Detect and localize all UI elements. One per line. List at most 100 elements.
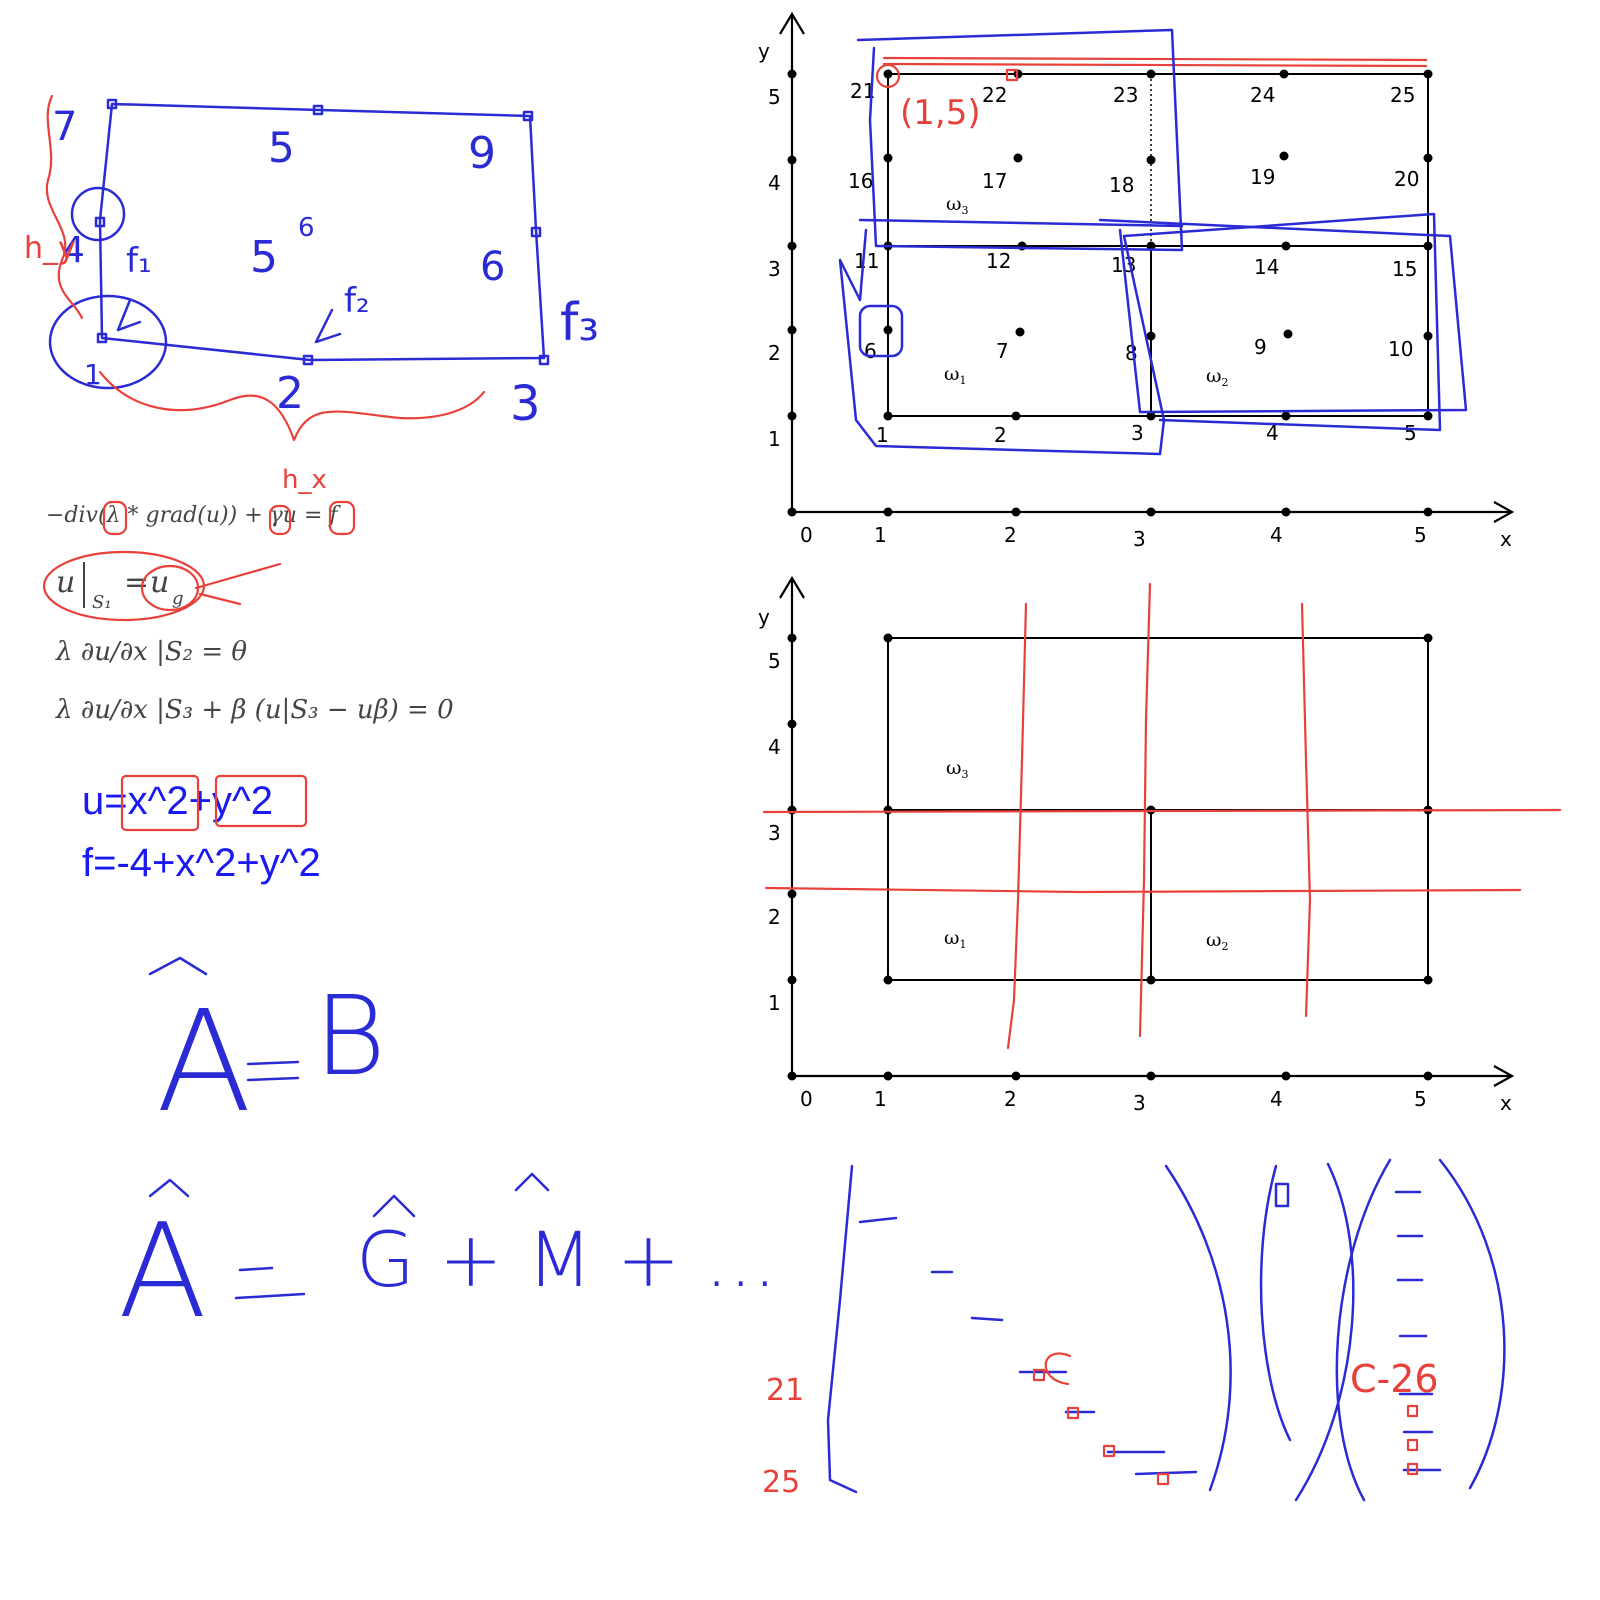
node-number: 24 (1250, 83, 1275, 107)
mesh-node (1281, 241, 1291, 251)
y-tick-dot (787, 805, 797, 815)
mesh-node (1279, 69, 1289, 79)
hat-marks (372, 1172, 550, 1218)
highlight-circle (102, 500, 128, 536)
node-number: 22 (982, 83, 1007, 107)
x-axis-arrow (1493, 501, 1515, 523)
region-sub: 3 (962, 768, 969, 781)
x-axis-label: x (1500, 1091, 1512, 1115)
y-tick-dot (787, 69, 797, 79)
sketch-rectangle (98, 102, 546, 362)
red-grid-line (1138, 582, 1152, 1038)
formulas: u=x^2+y^2 f=-4+x^2+y^2 (82, 774, 321, 885)
mesh-node (1423, 633, 1433, 643)
node-number: 1 (876, 423, 889, 447)
point-label: (1,5) (900, 93, 981, 133)
corner-label: 2 (276, 368, 304, 419)
y-tick-dot (787, 241, 797, 251)
x-tick-dot (1423, 507, 1433, 517)
y-axis-arrow (779, 575, 805, 599)
node-number: 17 (982, 169, 1007, 193)
y-tick-label: 5 (768, 85, 781, 109)
row-label: 25 (762, 1465, 800, 1500)
x-tick-dot (1281, 507, 1291, 517)
diagonal-entries (858, 1216, 1198, 1476)
hat-mark (148, 1178, 190, 1198)
node-square (538, 354, 550, 366)
node-number: 9 (1254, 335, 1267, 359)
y-tick-label: 3 (768, 821, 781, 845)
red-grid-line (762, 808, 1562, 814)
f1-label: f₁ (126, 241, 152, 281)
region-sub: 2 (1222, 376, 1229, 389)
node-number: 25 (1390, 83, 1415, 107)
highlight-square (1032, 1368, 1046, 1382)
mesh-node (1423, 241, 1433, 251)
node-number: 14 (1254, 255, 1279, 279)
mesh-node (1146, 241, 1156, 251)
x-axis-arrow (1493, 1065, 1515, 1087)
eq2-rhs: G + M + ... (356, 1215, 777, 1304)
region-sub: 1 (960, 374, 967, 387)
region-omega2-box (1150, 809, 1429, 981)
region-label: ω2 (1206, 929, 1229, 953)
region-sub: 1 (960, 938, 967, 951)
region-omega3-box (887, 637, 1429, 811)
y-tick-label: 5 (768, 649, 781, 673)
y-tick-dot (787, 633, 797, 643)
node-square (522, 110, 534, 122)
pointer-lines (194, 562, 282, 606)
selection-loop (838, 212, 1442, 456)
node-number: 11 (854, 249, 879, 273)
x-tick-label: 5 (1414, 1087, 1427, 1111)
hat-mark (148, 956, 208, 976)
y-tick-label: 4 (768, 735, 781, 759)
region-label: ω1 (944, 927, 967, 951)
x-tick-label: 4 (1270, 1087, 1283, 1111)
highlight-box (214, 774, 308, 828)
x-tick-label: 5 (1414, 523, 1427, 547)
selection-loop (858, 304, 904, 358)
vector-entry-mark (1274, 1182, 1290, 1208)
mesh-node (1146, 975, 1156, 985)
x-tick-label: 4 (1270, 523, 1283, 547)
y-tick-dot (787, 975, 797, 985)
mesh-node (1146, 411, 1156, 421)
node-number: 5 (1404, 421, 1417, 445)
highlight-square (1102, 1444, 1116, 1458)
node-number: 6 (864, 339, 877, 363)
x-tick-dot (787, 507, 797, 517)
region-label: ω3 (946, 757, 969, 781)
vector-bracket (1294, 1162, 1355, 1502)
x-tick-label: 3 (1133, 527, 1146, 551)
mesh-node (1423, 411, 1433, 421)
node-number: 16 (848, 169, 873, 193)
mesh-node (883, 633, 893, 643)
bc2-equation: λ ∂u/∂x |S₂ = θ (55, 637, 247, 667)
node-square (94, 216, 106, 228)
c-mark (1044, 1352, 1072, 1386)
region-label: ω2 (1206, 365, 1229, 389)
y-tick-dot (787, 155, 797, 165)
mesh-node (883, 411, 893, 421)
node-number: 12 (986, 249, 1011, 273)
highlight-square (1156, 1472, 1170, 1486)
x-tick-dot (1011, 1071, 1021, 1081)
highlight-square (1406, 1404, 1419, 1418)
mesh-node (883, 325, 893, 335)
node-square (106, 98, 118, 110)
node-square (312, 104, 324, 116)
x-tick-dot (883, 507, 893, 517)
corner-label: 7 (52, 104, 77, 150)
vector-bracket (1438, 1158, 1506, 1490)
mesh-node (1146, 155, 1156, 165)
node-number: 15 (1392, 257, 1417, 281)
equations: −div(λ * grad(u)) + γu = f u S₁ = u g λ … (42, 500, 454, 725)
node-square (302, 354, 314, 366)
region-label: ω3 (946, 193, 969, 217)
x-tick-dot (787, 1071, 797, 1081)
x-tick-dot (1011, 507, 1021, 517)
